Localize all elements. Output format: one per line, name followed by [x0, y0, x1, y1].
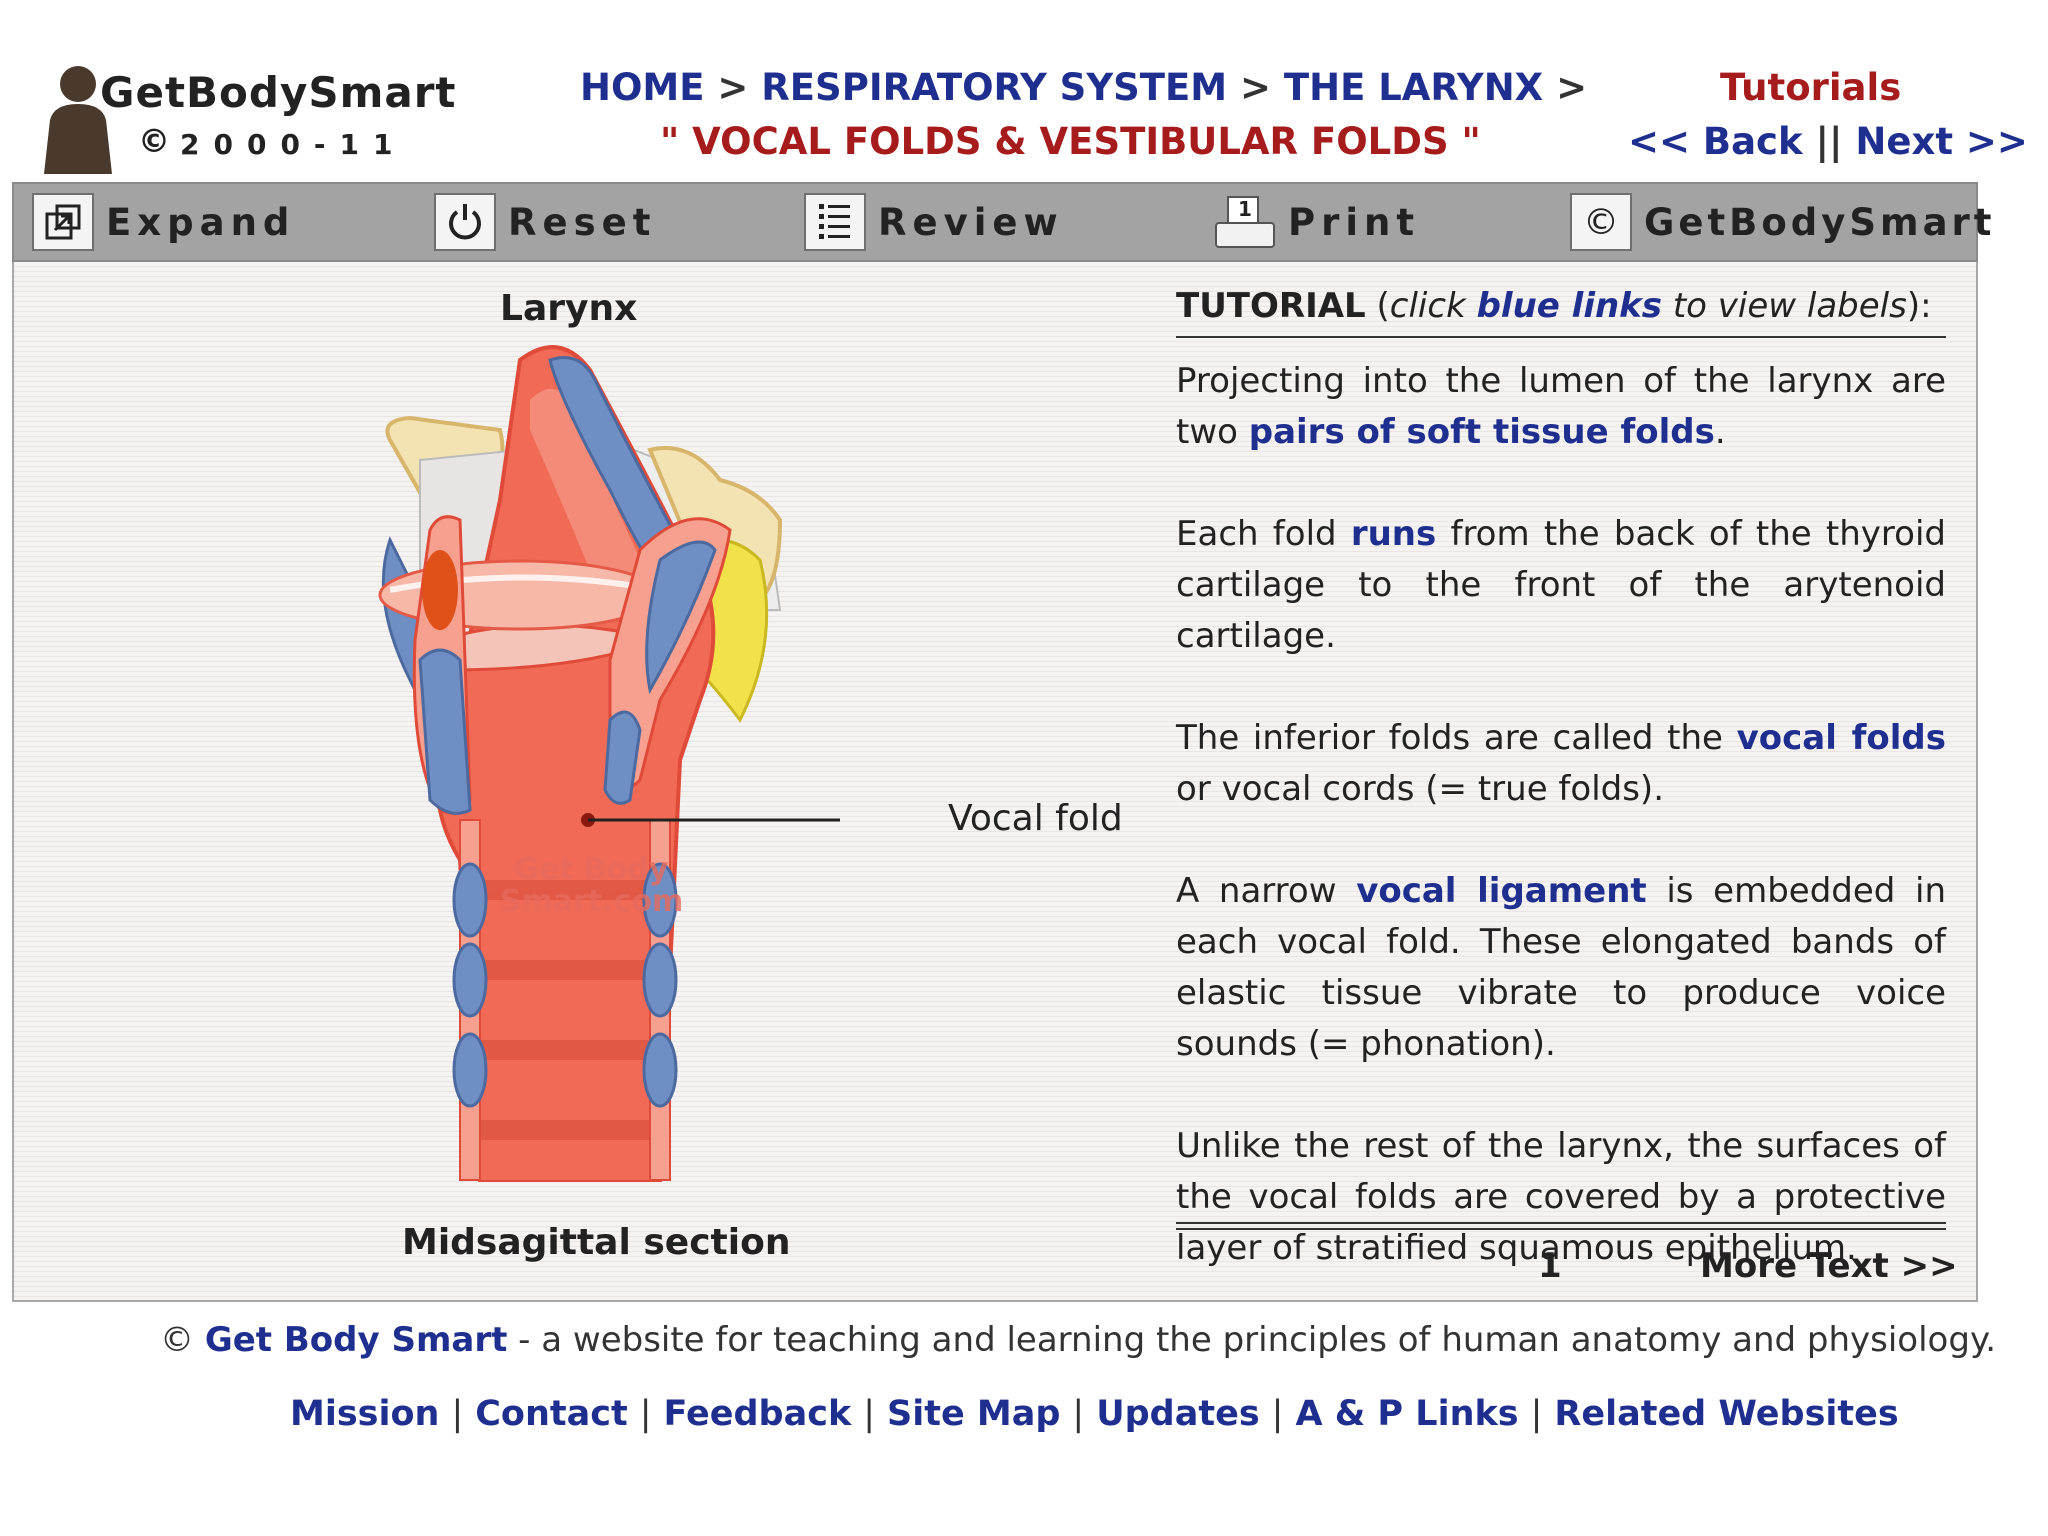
page-number: 1 — [1538, 1246, 1562, 1286]
tutorial-heading: TUTORIAL (click blue links to view label… — [1176, 286, 1946, 338]
footer-separator: | — [863, 1394, 876, 1434]
diagram-title: Larynx — [500, 288, 638, 329]
p4-end: is embedded in each vocal fold. These el… — [1176, 871, 1947, 1064]
soft-tissue-folds-link[interactable]: pairs of soft tissue folds — [1248, 412, 1715, 452]
content-panel — [12, 262, 1978, 1302]
breadcrumb-separator: > — [704, 66, 762, 109]
footer-link-related-websites[interactable]: Related Websites — [1554, 1394, 1899, 1434]
footer-copyright: © Get Body Smart - a website for teachin… — [160, 1320, 1996, 1360]
footer-link-feedback[interactable]: Feedback — [663, 1394, 852, 1434]
cricoid-back-lower — [603, 710, 642, 805]
footer-link-site-map[interactable]: Site Map — [887, 1394, 1061, 1434]
footer-link-mission[interactable]: Mission — [290, 1394, 440, 1434]
toolbar: Expand Reset Review 1 Print © GetBodySma… — [12, 182, 1991, 262]
footer-separator: | — [1072, 1394, 1085, 1434]
getbodysmart-button[interactable]: © GetBodySmart — [1570, 190, 1995, 254]
copyright-icon: © — [1570, 193, 1632, 251]
print-button[interactable]: 1 Print — [1214, 190, 1420, 254]
p3-text: The inferior folds are called the — [1176, 718, 1737, 758]
watermark-line1: Get Body — [514, 852, 669, 887]
p2-end: from the back of the thyroid cartilage t… — [1176, 514, 1946, 656]
footer-separator: | — [1530, 1394, 1543, 1434]
nav-divider: || — [1802, 120, 1856, 163]
vocal-folds-link[interactable]: vocal folds — [1736, 718, 1946, 758]
vocal-ligament-link[interactable]: vocal ligament — [1356, 871, 1647, 911]
tutorial-paragraph: A narrow vocal ligament is embedded in e… — [1176, 866, 1946, 1070]
tutorial-heading-link: blue links — [1476, 286, 1663, 326]
logo-years: 2000-11 — [180, 128, 407, 161]
tutorial-heading-click: click — [1389, 286, 1477, 326]
footer-link-ap-links[interactable]: A & P Links — [1295, 1394, 1519, 1434]
footer-links: Mission | Contact | Feedback | Site Map | Update… — [290, 1394, 1899, 1434]
p3-end: or vocal cords (= true folds). — [1176, 769, 1665, 809]
runs-link[interactable]: runs — [1350, 514, 1437, 554]
breadcrumb-topic-link[interactable]: THE LARYNX — [1283, 66, 1544, 109]
back-link[interactable]: << Back — [1628, 120, 1803, 163]
site-name-link[interactable]: Get Body Smart — [204, 1320, 508, 1360]
tutorial-heading-rest: to view labels — [1662, 286, 1907, 326]
expand-button[interactable]: Expand — [32, 190, 295, 254]
expand-label: Expand — [106, 200, 296, 244]
review-label: Review — [878, 200, 1064, 244]
footer-separator: | — [639, 1394, 652, 1434]
print-icon-number: 1 — [1238, 197, 1252, 221]
tutorial-paragraph: Each fold runs from the back of the thyr… — [1176, 509, 1946, 662]
mucosa-highlight — [530, 388, 660, 620]
print-label: Print — [1288, 200, 1421, 244]
logo-name: GetBodySmart — [100, 68, 457, 117]
paren-close: ): — [1906, 286, 1932, 326]
next-link[interactable]: Next >> — [1855, 120, 2028, 163]
watermark-line2: Smart.com — [500, 884, 684, 919]
trachea — [470, 840, 660, 1180]
tutorial-text: TUTORIAL (click blue links to view label… — [1176, 286, 1946, 1274]
logo-copyright-symbol: © — [138, 122, 170, 160]
printer-icon: 1 — [1214, 193, 1276, 251]
breadcrumb-system-link[interactable]: RESPIRATORY SYSTEM — [761, 66, 1228, 109]
breadcrumb-separator: > — [1227, 66, 1284, 109]
cricoid-back-blue — [645, 540, 717, 695]
expand-icon — [32, 193, 94, 251]
getbodysmart-label: GetBodySmart — [1644, 200, 1996, 244]
footer-separator: | — [451, 1394, 464, 1434]
tutorials-link[interactable]: Tutorials — [1720, 66, 1902, 109]
tutorial-paragraph: Unlike the rest of the larynx, the surfa… — [1176, 1126, 1946, 1268]
review-button[interactable]: Review — [804, 190, 1064, 254]
footer-tagline: - a website for teaching and learning th… — [507, 1320, 1997, 1360]
reset-label: Reset — [508, 200, 657, 244]
tutorial-paragraph: Projecting into the lumen of the larynx … — [1176, 356, 1946, 458]
site-logo[interactable]: GetBodySmart © 2000-11 — [30, 58, 456, 174]
vocal-fold-label[interactable]: Vocal fold — [948, 798, 1123, 839]
person-silhouette-icon — [44, 66, 112, 174]
breadcrumb-home-link[interactable]: HOME — [580, 66, 705, 109]
copyright-symbol: © — [160, 1320, 205, 1360]
list-icon — [804, 193, 866, 251]
paren-open: ( — [1365, 286, 1390, 326]
footer-link-updates[interactable]: Updates — [1096, 1394, 1260, 1434]
page-subtitle: " VOCAL FOLDS & VESTIBULAR FOLDS " — [660, 120, 1481, 163]
breadcrumb: HOME > RESPIRATORY SYSTEM > THE LARYNX > — [580, 66, 1587, 109]
footer-separator: | — [1271, 1394, 1284, 1434]
tutorial-heading-bold: TUTORIAL — [1176, 286, 1366, 326]
reset-button[interactable]: Reset — [434, 190, 656, 254]
more-text-button[interactable]: More Text >> — [1700, 1246, 1958, 1286]
breadcrumb-separator: > — [1543, 66, 1588, 109]
p1-text: Projecting into the lumen of the larynx … — [1176, 361, 1946, 452]
diagram-caption: Midsagittal section — [402, 1222, 791, 1263]
tutorial-paragraph: The inferior folds are called the vocal … — [1176, 713, 1946, 815]
thyroid-core — [422, 550, 458, 630]
back-next-nav: << Back || Next >> — [1628, 120, 2028, 163]
tutorial-divider — [1176, 1222, 1946, 1230]
footer-link-contact[interactable]: Contact — [475, 1394, 628, 1434]
p2-text: Each fold — [1176, 514, 1351, 554]
cricoid-front — [418, 648, 472, 815]
larynx-diagram[interactable] — [360, 340, 840, 1220]
reset-icon — [434, 193, 496, 251]
p4-text: A narrow — [1176, 871, 1357, 911]
tracheal-cartilage-rings — [452, 862, 678, 1108]
p1-end: . — [1714, 412, 1726, 452]
trachea-shading — [470, 880, 660, 1140]
